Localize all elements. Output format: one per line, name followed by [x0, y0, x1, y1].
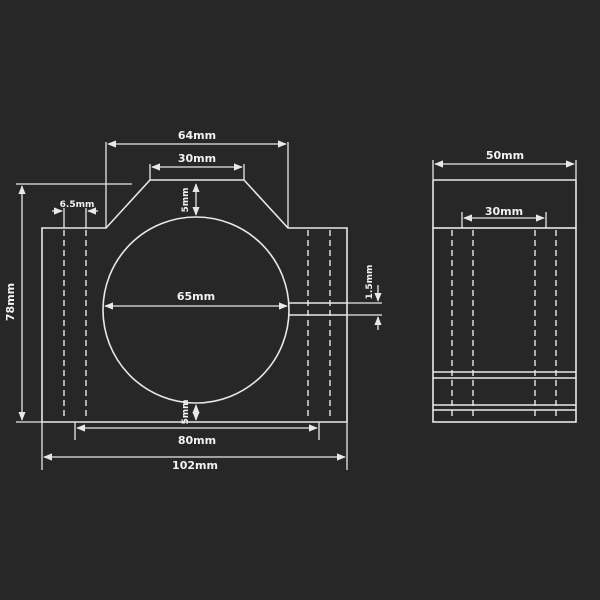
dim-notch-depth-label: 5mm: [181, 187, 191, 212]
dim-slot-width-label: 6.5mm: [60, 200, 95, 210]
dim-gap-label: 1.5mm: [365, 265, 375, 300]
dim-bore-diameter: 65mm: [104, 290, 288, 310]
side-dim-inner-width: 30mm: [461, 205, 547, 228]
dim-slot-width: 6.5mm: [52, 200, 98, 228]
dim-hole-spacing: 80mm: [74, 422, 320, 447]
side-view: 50mm 30mm: [432, 149, 577, 423]
dim-height-label: 78mm: [4, 283, 17, 321]
dim-notch-width: 30mm: [149, 152, 245, 180]
dim-notch-width-label: 30mm: [178, 152, 216, 165]
dim-bore-diameter-label: 65mm: [177, 290, 215, 303]
dim-height: 78mm: [4, 183, 132, 423]
dim-top-width: 64mm: [105, 129, 289, 228]
dim-top-width-label: 64mm: [178, 129, 216, 142]
dim-total-width: 102mm: [41, 422, 348, 472]
dim-notch-depth: 5mm: [181, 183, 200, 216]
dim-gap: 1.5mm: [347, 265, 382, 330]
side-dim-width-label: 50mm: [486, 149, 524, 162]
dim-hole-spacing-label: 80mm: [178, 434, 216, 447]
dim-bottom-wall-label: 5mm: [181, 399, 191, 424]
bore-circle: [102, 216, 290, 404]
side-dim-width: 50mm: [432, 149, 577, 180]
front-view: 64mm 30mm 5mm 6.5mm 65mm: [4, 129, 382, 472]
side-dim-inner-width-label: 30mm: [485, 205, 523, 218]
dim-total-width-label: 102mm: [172, 459, 218, 472]
side-body-outline: [432, 227, 577, 423]
dim-bottom-wall: 5mm: [181, 399, 200, 425]
